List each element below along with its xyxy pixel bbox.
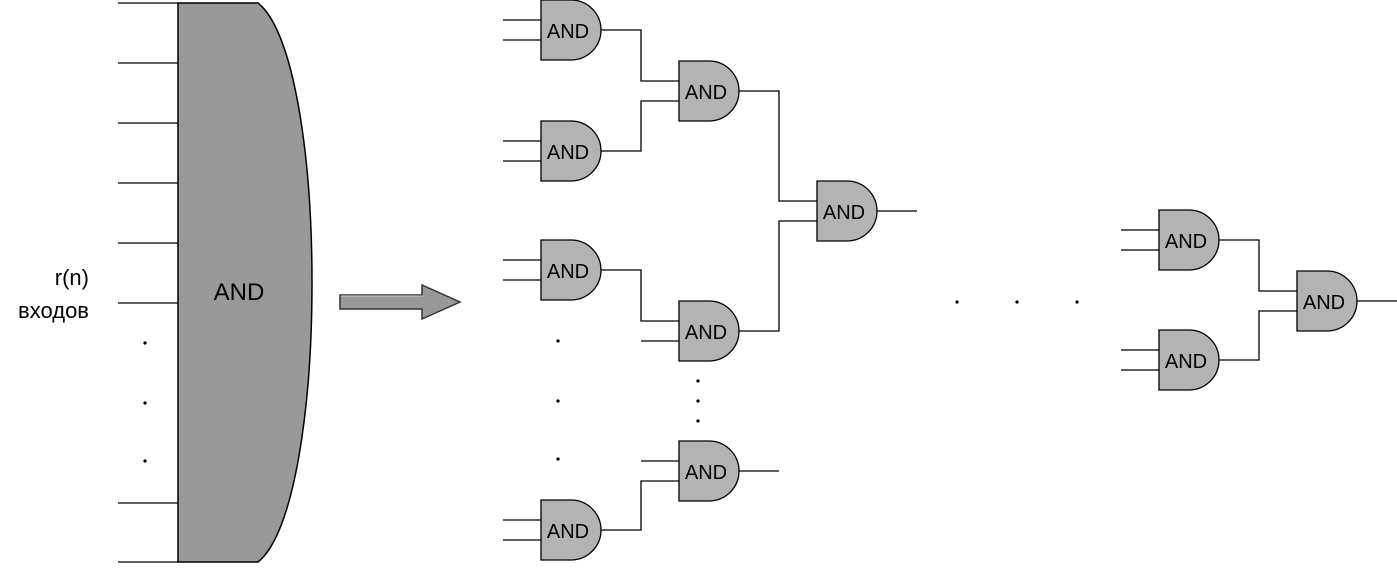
and-gate: AND xyxy=(1121,329,1220,391)
and-gate: AND xyxy=(678,60,740,122)
tree-ellipsis-middle xyxy=(696,379,700,423)
and-gate: AND xyxy=(1121,209,1220,271)
gate-label: AND xyxy=(823,202,865,224)
gate-label: AND xyxy=(1165,351,1207,373)
and-gate: AND xyxy=(503,239,602,301)
and-gate: AND xyxy=(503,120,602,182)
gate-label: AND xyxy=(685,322,727,344)
gate-label: AND xyxy=(547,261,589,283)
gate-label: AND xyxy=(547,142,589,164)
tree-ellipsis-left xyxy=(556,339,560,461)
gate-label: AND xyxy=(547,21,589,43)
inputs-count-label: r(n) xyxy=(55,265,89,290)
stage-ellipsis xyxy=(955,300,1079,304)
big-and-gate: AND xyxy=(177,2,313,563)
and-gate: AND xyxy=(1296,270,1358,332)
and-gate: AND xyxy=(678,300,740,362)
gate-label: AND xyxy=(1303,292,1345,314)
and-gate: AND xyxy=(678,440,740,502)
gate-label: AND xyxy=(1165,231,1207,253)
and-gate: AND xyxy=(503,499,602,561)
inputs-word-label: входов xyxy=(18,298,89,323)
gate-tree: AND AND AND AND AND AND AND AND AND AND AND xyxy=(503,0,1358,561)
gate-label: AND xyxy=(685,462,727,484)
big-gate-label: AND xyxy=(214,279,265,306)
gate-label: AND xyxy=(547,521,589,543)
big-gate-input-lines xyxy=(118,2,178,563)
final-stage-wires xyxy=(1219,239,1397,361)
and-gate: AND xyxy=(816,180,878,242)
tree-wires xyxy=(601,29,917,531)
gate-label: AND xyxy=(685,82,727,104)
and-gate: AND xyxy=(503,0,602,61)
right-arrow-icon xyxy=(339,283,462,321)
big-gate-ellipsis xyxy=(143,341,147,463)
